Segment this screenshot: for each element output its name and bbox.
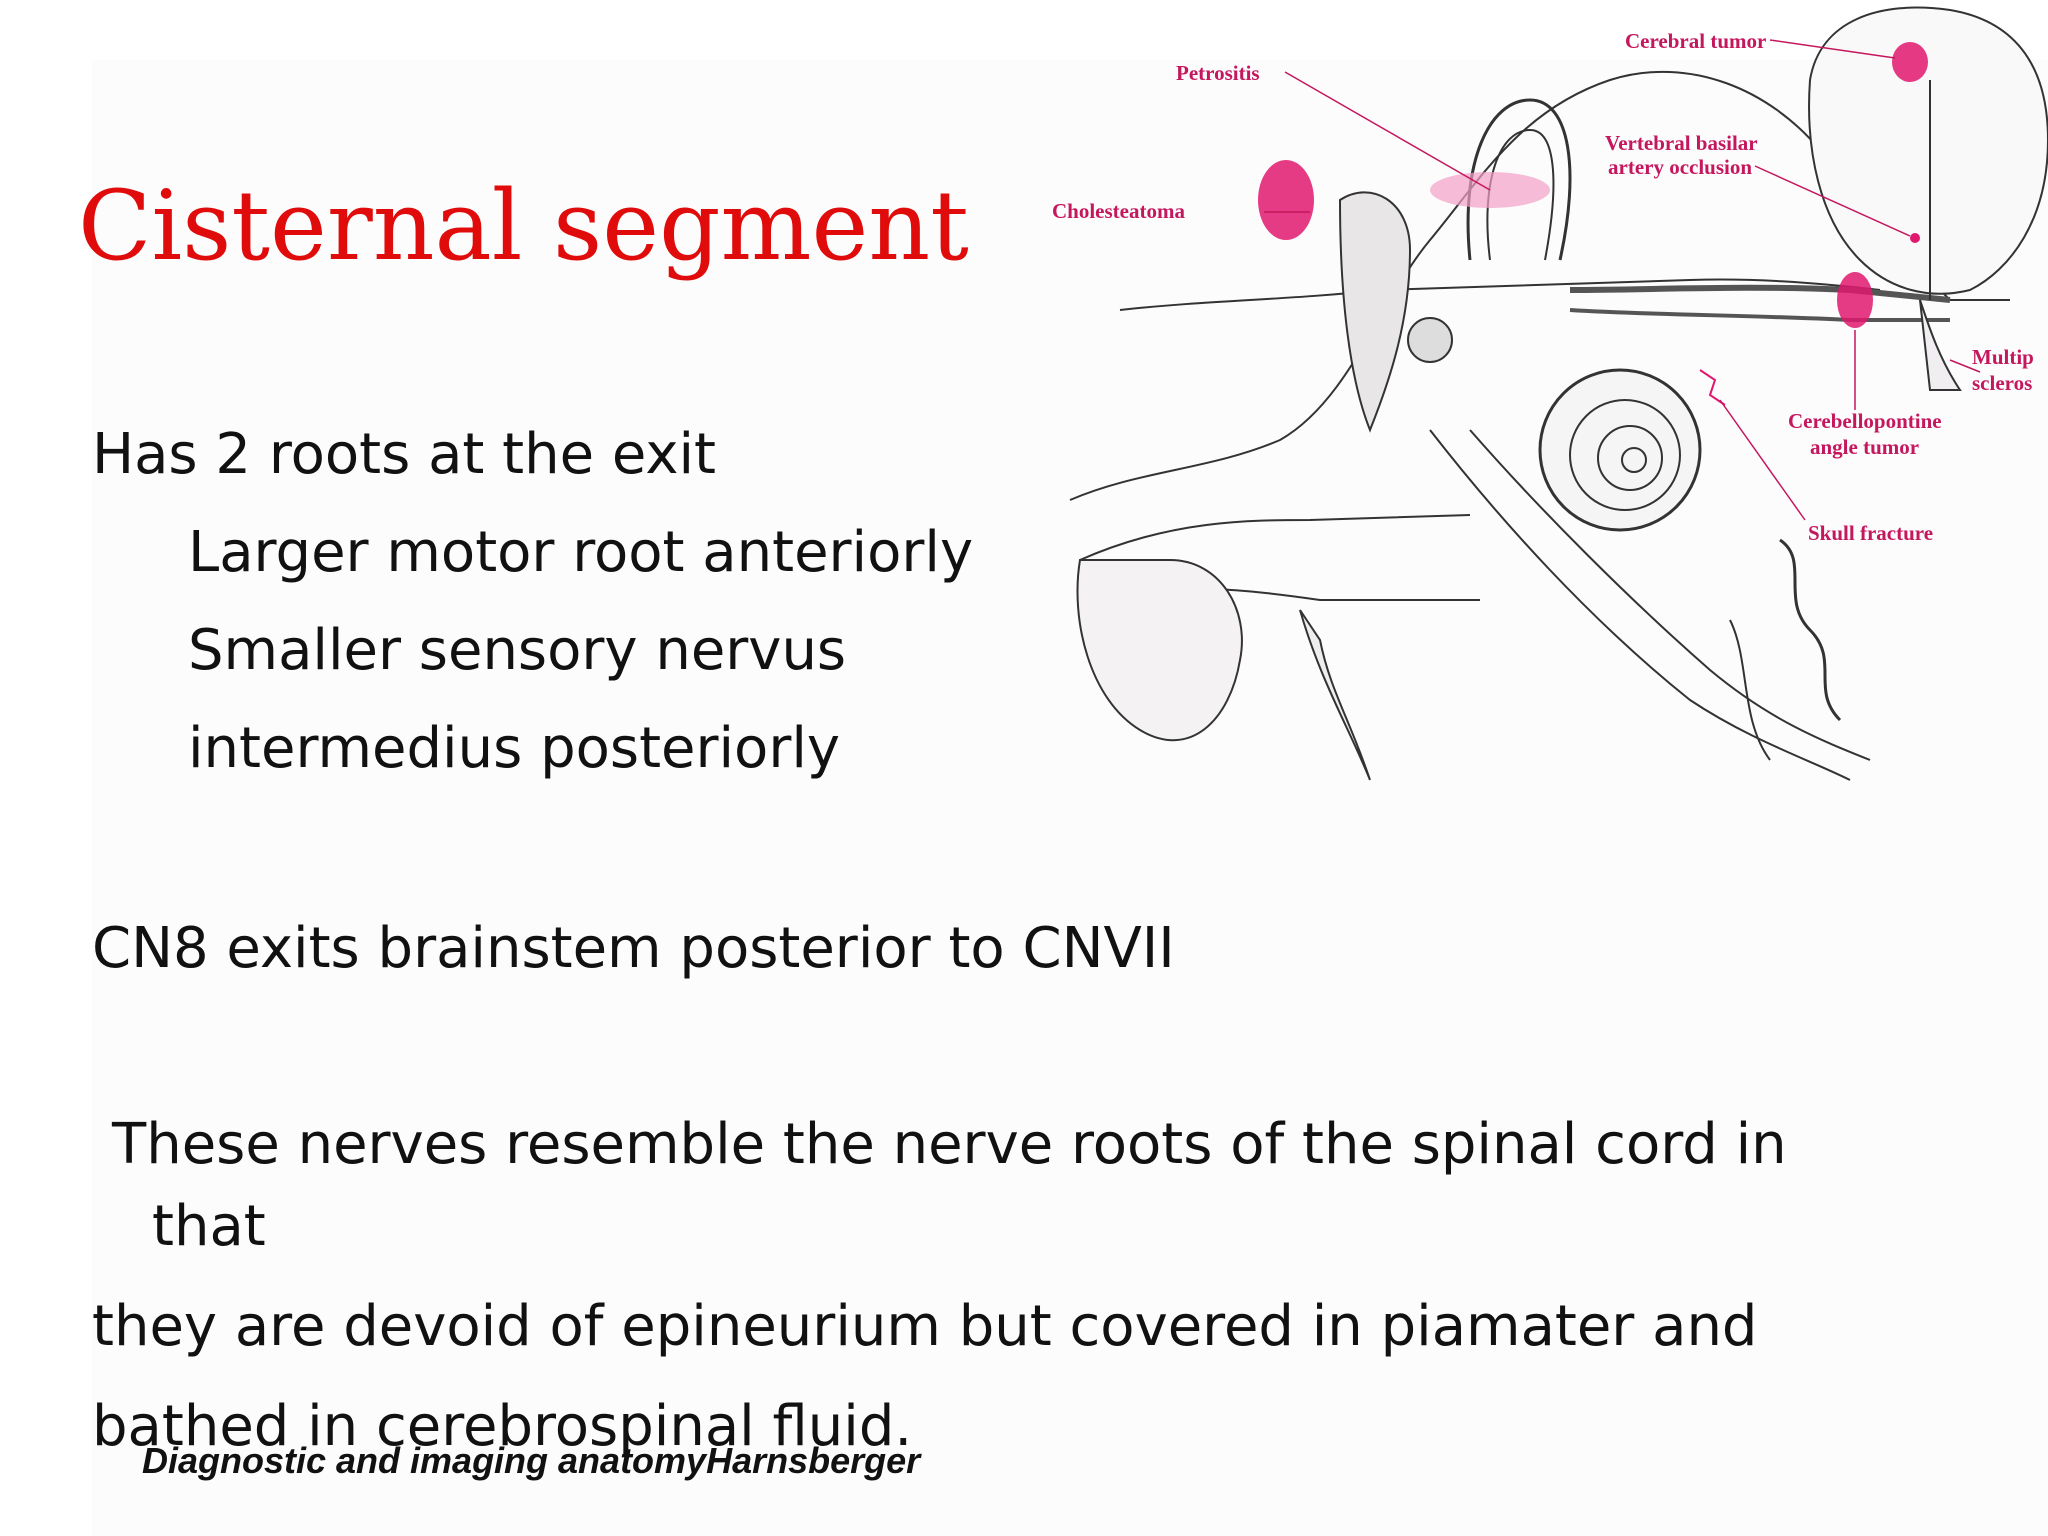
label-cerebellopontine-line2: angle tumor [1810,435,1919,459]
ear-anatomy-figure: Cerebral tumor Petrositis Vertebral basi… [1050,0,2048,870]
label-cerebellopontine-line1: Cerebellopontine [1788,409,1942,433]
body-line-cn8: CN8 exits brainstem posterior to CNVII [92,916,1175,981]
body-line-roots: Has 2 roots at the exit [92,422,716,487]
body-line-epineurium: they are devoid of epineurium but covere… [92,1294,1758,1359]
body-line-resemble: These nerves resemble the nerve roots of… [112,1112,1787,1177]
label-cholesteatoma: Cholesteatoma [1052,199,1185,223]
label-vertebral-basilar-line1: Vertebral basilar [1605,131,1758,155]
body-line-intermedius: intermedius posteriorly [188,716,841,781]
body-line-that: that [152,1194,266,1259]
label-petrositis: Petrositis [1176,61,1260,85]
label-cerebral-tumor: Cerebral tumor [1625,29,1766,53]
citation: Diagnostic and imaging anatomyHarnsberge… [142,1440,921,1481]
label-skull-fracture: Skull fracture [1808,521,1933,545]
label-multiple-sclerosis-line1: Multip [1972,345,2034,369]
body-line-csf: bathed in cerebrospinal fluid. [92,1394,913,1459]
slide-title: Cisternal segment [78,170,969,282]
content-panel [92,60,2048,1536]
label-multiple-sclerosis-line2: scleros [1972,371,2032,395]
label-vertebral-basilar-line2: artery occlusion [1608,155,1752,179]
body-line-motor-root: Larger motor root anteriorly [188,520,974,585]
body-line-sensory-root: Smaller sensory nervus [188,618,847,683]
ear-anatomy-illustration: Cerebral tumor Petrositis Vertebral basi… [1052,6,2048,781]
